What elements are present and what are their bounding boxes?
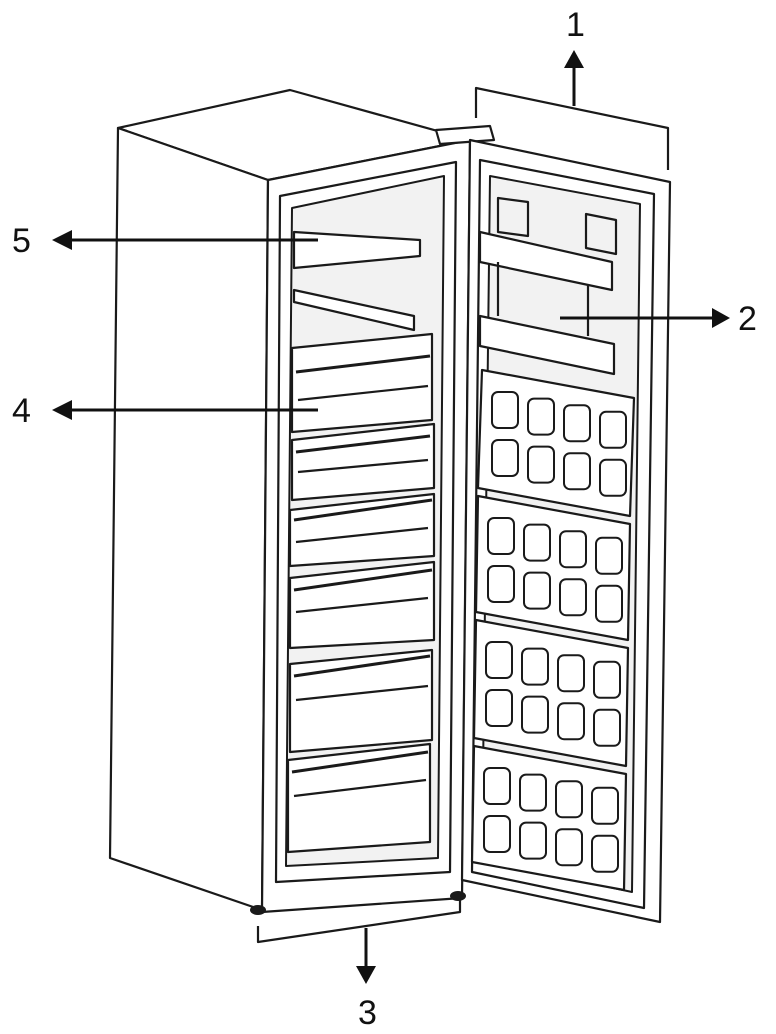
arrow-1: [564, 50, 584, 106]
drawer-3: [288, 492, 436, 568]
panel-cup: [519, 821, 547, 860]
panel-cup: [487, 565, 515, 603]
callout-label-5: 5: [12, 222, 31, 260]
panel-cup: [487, 517, 515, 555]
panel-cup: [483, 815, 511, 853]
panel-cup: [559, 578, 587, 617]
drawer-6: [286, 742, 432, 854]
panel-cup: [593, 660, 621, 699]
bracket-door: [474, 86, 670, 170]
panel-cup: [557, 702, 585, 741]
arrow-5: [52, 230, 318, 250]
panel-cup: [519, 773, 547, 812]
door-shelf-upper: [478, 230, 614, 292]
drawers: [286, 332, 436, 854]
arrow-3: [356, 928, 376, 984]
arrow-4: [52, 400, 318, 420]
drawer-5: [288, 648, 434, 754]
callout-label-1: 1: [566, 6, 585, 44]
panel-cup: [595, 536, 623, 575]
door-panels: [470, 368, 636, 892]
panel-cup: [491, 439, 519, 477]
panel-cup: [521, 695, 549, 734]
glass-shelves: [292, 230, 422, 332]
drawer-2: [290, 422, 436, 502]
panel-cup: [523, 571, 551, 610]
panel-cup: [591, 786, 619, 825]
glass-shelf-top: [292, 230, 422, 270]
panel-cup: [555, 828, 583, 867]
panel-cup: [599, 458, 627, 497]
cabinet-opening: [274, 160, 458, 884]
panel-cup: [527, 445, 555, 484]
callout-label-4: 4: [12, 392, 31, 430]
callout-label-3: 3: [358, 994, 377, 1032]
panel-cups: [483, 391, 627, 873]
panel-cup: [555, 780, 583, 819]
panel-cup: [559, 530, 587, 569]
arrow-2: [560, 308, 730, 328]
panel-cup: [485, 641, 513, 679]
bracket-bottom: [256, 896, 462, 944]
panel-cup: [485, 689, 513, 727]
panel-cup: [599, 410, 627, 449]
panel-cup: [557, 654, 585, 693]
panel-cup: [595, 584, 623, 623]
door-shelves: [478, 196, 618, 376]
panel-cup: [527, 397, 555, 436]
callout-label-2: 2: [738, 300, 757, 338]
panel-cup: [523, 523, 551, 562]
panel-cup: [491, 391, 519, 429]
cabinet-side: [108, 126, 270, 912]
panel-cup: [521, 647, 549, 686]
top-hinge: [434, 124, 496, 146]
door: [460, 138, 672, 924]
door-shelf-lower: [478, 314, 616, 376]
front-left-foot: [250, 905, 266, 915]
panel-cup: [563, 404, 591, 443]
panel-cup: [593, 708, 621, 747]
drawer-4: [288, 560, 436, 650]
panel-cup: [563, 452, 591, 491]
drawer-1: [290, 332, 434, 434]
panel-cup: [591, 834, 619, 873]
front-right-foot: [450, 891, 466, 901]
panel-cup: [483, 767, 511, 805]
glass-shelf-second: [292, 288, 416, 332]
